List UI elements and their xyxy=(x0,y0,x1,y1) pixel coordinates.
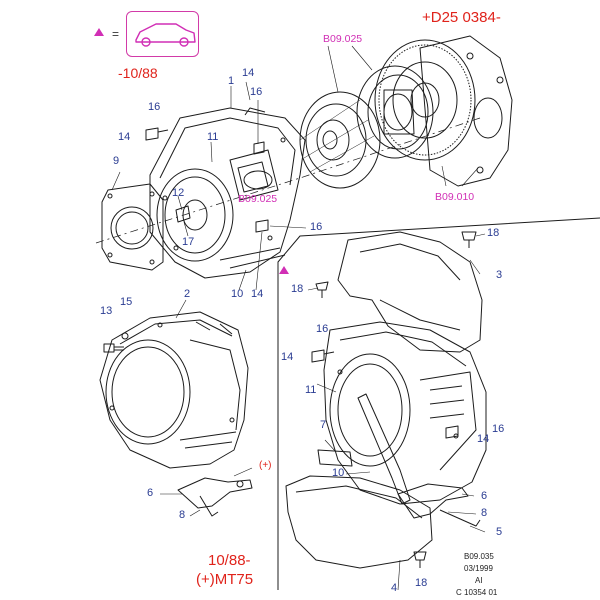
part-number-label: 1 xyxy=(228,75,235,87)
part-number-label: 16 xyxy=(492,423,505,435)
part-number-label: 14 xyxy=(477,433,490,445)
reference-b09-025-mid: B09.025 xyxy=(238,193,278,205)
part-number-label: 8 xyxy=(179,509,186,521)
bellhousing-lower xyxy=(99,311,249,469)
leader-lines xyxy=(111,45,486,591)
part-number-label: 13 xyxy=(100,305,113,317)
centre-axis xyxy=(95,117,481,244)
part-number-label: 8 xyxy=(481,507,488,519)
applicability-code: +D25 0384- xyxy=(422,9,501,26)
part-number-label: 16 xyxy=(310,221,323,233)
part-number-label: 18 xyxy=(487,227,500,239)
part-number-label: 16 xyxy=(148,101,161,113)
release-fork xyxy=(357,393,411,505)
bellhousing-right xyxy=(323,321,487,505)
part-number-label: 14 xyxy=(251,288,264,300)
part-number-label: 9 xyxy=(113,155,120,167)
car-sedan-icon xyxy=(135,23,196,47)
bolt-13 xyxy=(103,343,124,353)
part-number-label: 2 xyxy=(184,288,191,300)
triangle-marker-icon xyxy=(279,266,289,274)
part-number-label: 5 xyxy=(496,526,503,538)
footer-date: 03/1999 xyxy=(464,564,493,573)
flywheel xyxy=(374,35,513,187)
date-range-upper: -10/88 xyxy=(118,65,158,81)
part-number-label: 15 xyxy=(120,296,133,308)
part-number-label: 10 xyxy=(332,467,345,479)
equals-sign: = xyxy=(112,27,120,41)
part-number-label: 6 xyxy=(147,487,154,499)
part-number-label: 12 xyxy=(172,187,185,199)
slave-cylinder-left xyxy=(177,477,253,517)
pressure-plate xyxy=(356,65,434,159)
part-number-label: 14 xyxy=(242,67,255,79)
footer-ref-code: B09.035 xyxy=(464,552,494,561)
part-number-label: 17 xyxy=(182,236,195,248)
bolt-upper xyxy=(145,127,269,233)
part-number-label: 16 xyxy=(316,323,329,335)
divider-line xyxy=(277,217,600,590)
washer-15 xyxy=(121,332,129,340)
part-number-label: 18 xyxy=(415,577,428,589)
part-number-label: 11 xyxy=(207,131,219,143)
triangle-marker-icon xyxy=(94,28,104,36)
bolt-right xyxy=(311,349,459,439)
part-number-label: 7 xyxy=(320,419,327,431)
part-number-label: 3 xyxy=(496,269,503,281)
part-number-label: 6 xyxy=(481,490,488,502)
part-number-label: 11 xyxy=(305,384,317,396)
clutch-disc xyxy=(299,91,381,189)
footer-drawing-number: C 10354 01 xyxy=(456,588,498,597)
reference-b09-010: B09.010 xyxy=(435,191,475,203)
plus-marker-label: (+) xyxy=(259,460,272,471)
part-number-label: 4 xyxy=(391,582,398,594)
bottom-cover-4 xyxy=(285,475,433,569)
part-number-label: 14 xyxy=(118,131,131,143)
part-number-label: 14 xyxy=(281,351,294,363)
part-number-label: 10 xyxy=(231,288,244,300)
part-number-label: 18 xyxy=(291,283,304,295)
part-number-label: 16 xyxy=(250,86,263,98)
gasket-plate xyxy=(101,183,164,271)
slave-cylinder-right xyxy=(397,483,481,527)
date-range-lower: 10/88- xyxy=(208,552,251,569)
pad-7 xyxy=(317,449,353,467)
model-applicability: (+)MT75 xyxy=(196,571,254,588)
cover-3 xyxy=(337,231,483,353)
bellhousing-upper xyxy=(149,107,306,279)
footer-ai: AI xyxy=(475,576,483,585)
reference-b09-025-top: B09.025 xyxy=(323,33,363,45)
vehicle-icon-frame xyxy=(126,11,199,57)
